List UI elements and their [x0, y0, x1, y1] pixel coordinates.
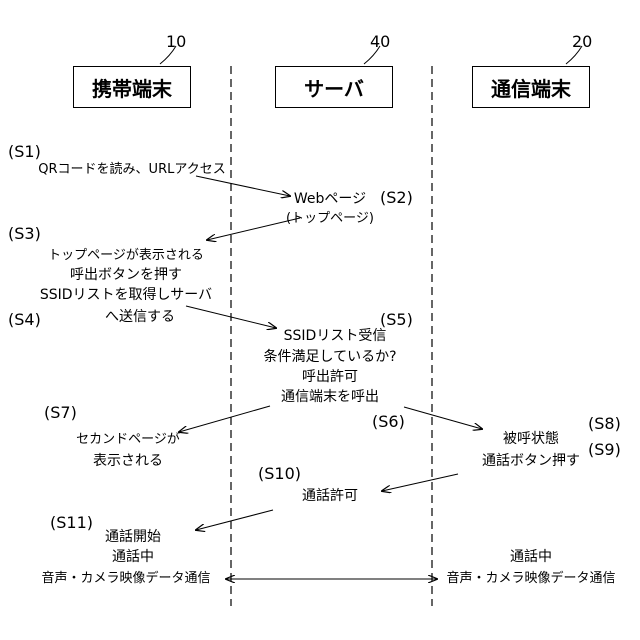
step-s9: (S9) [588, 442, 621, 458]
arrow-s10-to-s11 [196, 510, 273, 530]
call-permitted-text: 呼出許可 [302, 370, 358, 384]
av-data-left-text: 音声・カメラ映像データ通信 [41, 572, 210, 585]
send-to-server-text: へ送信する [105, 310, 175, 324]
step-s8: (S8) [588, 416, 621, 432]
arrow-s9-to-s10 [382, 474, 458, 491]
call-comm-terminal-text: 通信端末を呼出 [281, 390, 379, 404]
press-call-button-text: 呼出ボタンを押す [70, 268, 182, 282]
top-page-text: (トップページ) [286, 212, 374, 225]
arrow-s6-to-s7 [179, 406, 270, 432]
step-s5: (S5) [380, 312, 413, 328]
top-page-shown-text: トップページが表示される [48, 249, 204, 262]
av-data-right-text: 音声・カメラ映像データ通信 [446, 572, 615, 585]
step-s3: (S3) [8, 226, 41, 242]
comm-terminal-label: 通信端末 [491, 73, 571, 102]
ref-number-server: 40 [370, 34, 390, 50]
step-s7: (S7) [44, 405, 77, 421]
arrow-s6-to-comm [404, 407, 482, 429]
talk-start-text: 通話開始 [105, 530, 161, 544]
comm-terminal-box: 通信端末 [472, 66, 590, 108]
step-s2: (S2) [380, 190, 413, 206]
talk-permitted-text: 通話許可 [302, 489, 358, 503]
talking-left-text: 通話中 [112, 550, 154, 564]
server-label: サーバ [304, 73, 364, 102]
talking-right-text: 通話中 [510, 550, 552, 564]
condition-check-text: 条件満足しているか? [263, 350, 396, 364]
ssid-list-received-text: SSIDリスト受信 [284, 329, 387, 343]
displayed-text: 表示される [93, 454, 163, 468]
ref-number-terminal: 10 [166, 34, 186, 50]
step-s4: (S4) [8, 312, 41, 328]
ref-number-comm: 20 [572, 34, 592, 50]
step-s11: (S11) [50, 515, 93, 531]
mobile-terminal-label: 携帯端末 [92, 73, 172, 102]
arrow-s1-to-s2 [196, 176, 290, 196]
called-state-text: 被呼状態 [503, 432, 559, 446]
step-s1: (S1) [8, 144, 41, 160]
step-s10: (S10) [258, 466, 301, 482]
web-page-text: Webページ [294, 192, 366, 206]
server-box: サーバ [275, 66, 393, 108]
second-page-text: セカンドページが [76, 433, 180, 446]
arrow-s4-to-s5 [186, 306, 276, 328]
press-talk-button-text: 通話ボタン押す [482, 454, 580, 468]
step-s6: (S6) [372, 414, 405, 430]
get-ssid-list-text: SSIDリストを取得しサーバ [40, 288, 212, 302]
mobile-terminal-box: 携帯端末 [73, 66, 191, 108]
qr-access-text: QRコードを読み、URLアクセス [38, 163, 225, 176]
